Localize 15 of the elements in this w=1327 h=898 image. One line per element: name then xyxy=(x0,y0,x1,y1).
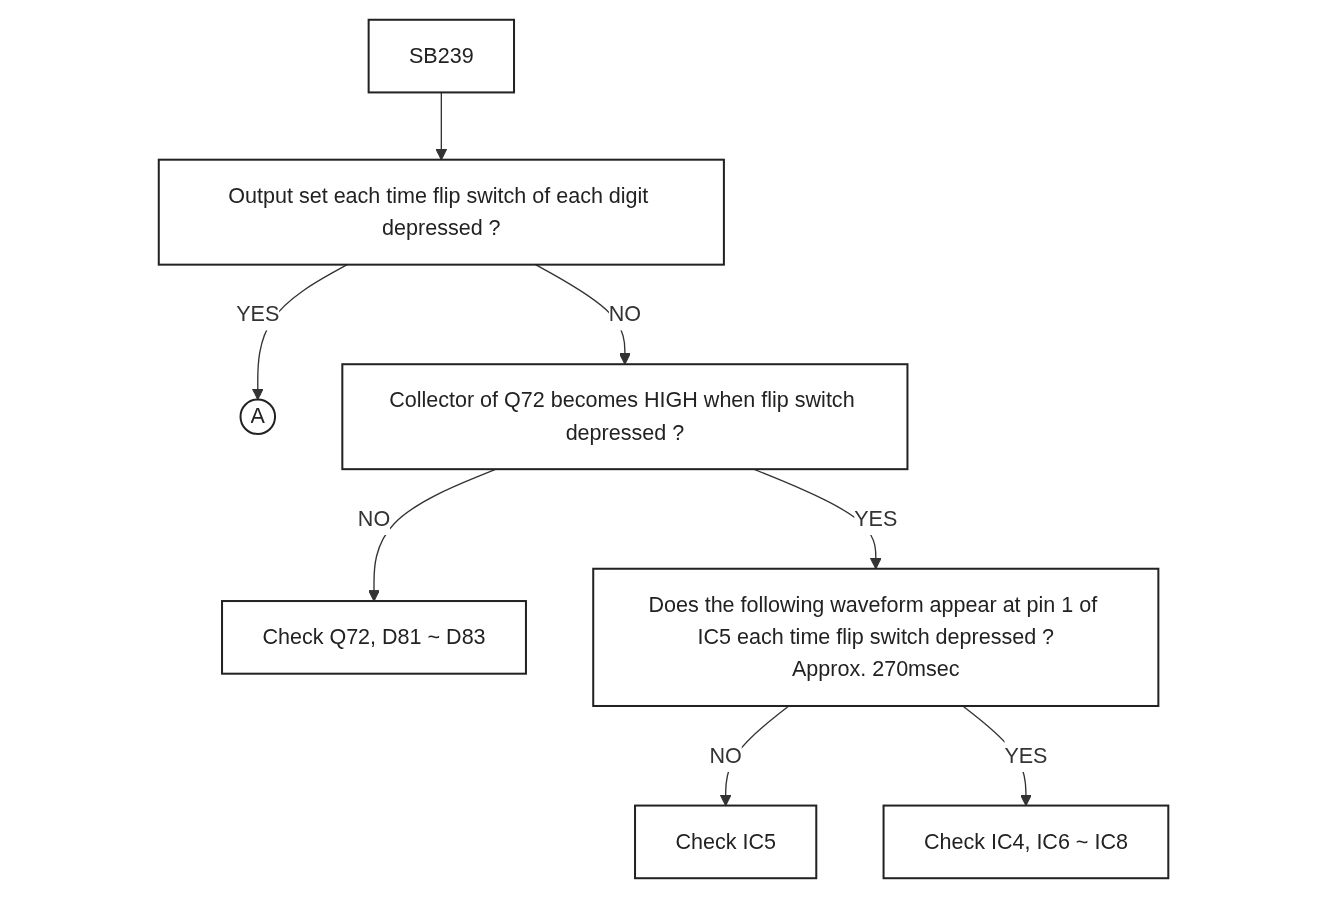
node-box xyxy=(157,158,725,266)
node-box xyxy=(220,600,527,675)
node-box xyxy=(592,567,1160,707)
edge-label: NO xyxy=(608,302,641,326)
flowchart: YES NO NO YES NO YES SB239 Output set each time flip switch of each digit depressed ? A Collector of Q72 becomes HIGH when flip switch depressed ? Check Q72, D81 ~ D83 Does the following waveform appear at pin 1 of IC5 each time flip switch depressed ? Approx. 270msec Check IC5 Check IC4, IC6 ~ IC8 xyxy=(147,9,1180,889)
edge-label: YES xyxy=(236,302,280,326)
edge-label: YES xyxy=(854,506,898,530)
node-box xyxy=(633,804,818,880)
node-box xyxy=(882,804,1170,880)
edge-label: YES xyxy=(1004,743,1048,767)
edge-label: NO xyxy=(357,506,391,530)
edge-label: NO xyxy=(709,743,742,767)
node-box xyxy=(367,18,515,94)
node-box xyxy=(341,363,909,471)
node-circle xyxy=(239,398,276,435)
